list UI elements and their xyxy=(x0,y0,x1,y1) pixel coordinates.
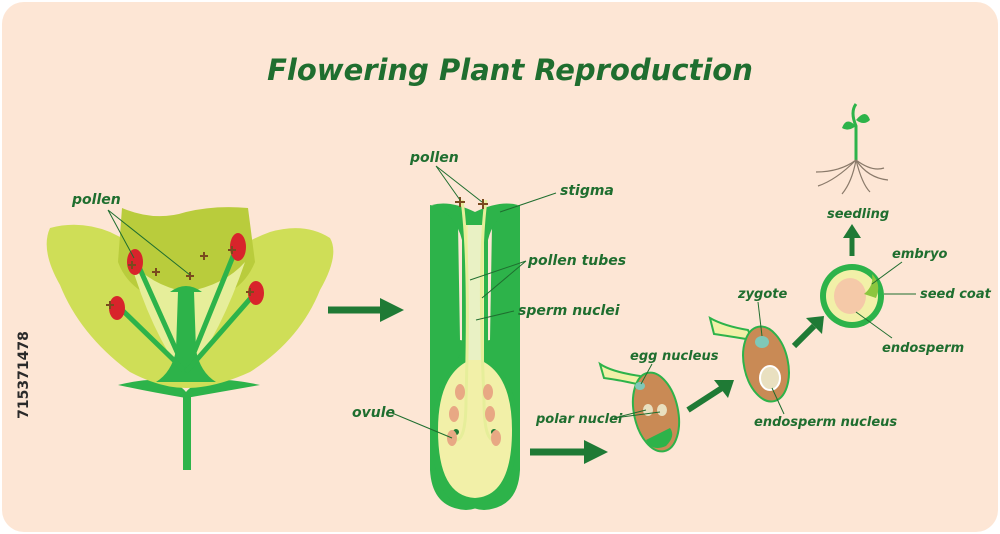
flower-pollen-label: pollen xyxy=(71,192,121,208)
embryo-label: embryo xyxy=(892,247,948,262)
arrow-4-head xyxy=(806,316,824,334)
polar-nuclei-label: polar nuclei xyxy=(535,412,623,427)
stamen-left xyxy=(132,256,189,374)
flower-pollen-leader xyxy=(107,209,191,276)
stock-id: 715371478 xyxy=(16,331,32,419)
zygote-label: zygote xyxy=(737,287,787,302)
arrow-4-shaft xyxy=(791,323,817,349)
seed-embryo xyxy=(834,278,866,314)
anther-far-right xyxy=(248,281,264,305)
arrow-1-head xyxy=(380,298,404,322)
polar-nucleus-2 xyxy=(657,404,667,416)
pistil-pollen-leader xyxy=(435,165,483,203)
seedling-leaf-right xyxy=(856,114,870,123)
polar-nuclei-leader xyxy=(613,409,661,419)
pistil xyxy=(156,292,216,382)
flower-stem xyxy=(183,392,191,470)
arrow-3-shaft xyxy=(686,385,724,413)
endosperm-nucleus-leader xyxy=(771,387,785,415)
stamen-right xyxy=(183,243,241,373)
endosperm-nucleus-cell xyxy=(759,365,781,391)
flower-sepal xyxy=(118,379,260,398)
pollen-tube-right xyxy=(479,199,495,442)
pollen-tube-left xyxy=(455,199,469,442)
zygote-leader xyxy=(757,301,763,337)
pollen-grains xyxy=(106,246,254,309)
sperm-nuclei-label: sperm nuclei xyxy=(518,303,620,319)
seed-coat-label: seed coat xyxy=(920,287,992,302)
pistil-section: pollen stigma pollen tubes sperm nuclei … xyxy=(352,150,626,510)
endosperm-label: endosperm xyxy=(882,341,964,356)
zygote-stage: zygote endosperm nucleus xyxy=(708,287,897,430)
egg-nucleus xyxy=(635,382,645,390)
ovule-label: ovule xyxy=(352,405,395,421)
seedling-stem xyxy=(851,103,858,160)
seedling-roots xyxy=(815,159,889,195)
pollen-tubes-leader xyxy=(469,260,527,299)
arrow-ovule-to-zygote xyxy=(686,380,734,413)
fertilized-ovule: egg nucleus polar nuclei xyxy=(535,349,719,453)
stigma-label: stigma xyxy=(560,183,614,199)
stigma-leader xyxy=(499,192,557,213)
endosperm-nucleus-label: endosperm nucleus xyxy=(754,415,897,430)
ovules xyxy=(447,384,501,446)
arrow-5-head xyxy=(843,224,861,238)
arrow-2-head xyxy=(584,440,608,464)
arrow-seed-to-seedling xyxy=(843,224,861,256)
arrow-flower-to-pistil xyxy=(328,298,404,322)
arrow-pistil-to-ovule xyxy=(530,440,608,464)
stigma-top xyxy=(170,286,202,292)
stamen-far-right xyxy=(184,290,258,374)
egg-nucleus-leader xyxy=(640,363,653,385)
pistil-pollen-label: pollen xyxy=(409,150,459,166)
stamen-far-left xyxy=(116,304,188,374)
seedling-label: seedling xyxy=(827,207,889,222)
ovule-leader xyxy=(391,412,453,439)
arrow-zygote-to-seed xyxy=(791,316,824,349)
endosperm-leader xyxy=(855,311,893,339)
stigma-pollen-grains xyxy=(455,197,488,209)
sperm-nuclei-leader xyxy=(475,310,515,321)
anther-right xyxy=(230,233,246,261)
style-canal xyxy=(468,225,482,360)
anther-far-left xyxy=(109,296,125,320)
egg-nucleus-label: egg nucleus xyxy=(630,349,719,364)
anther-left xyxy=(127,249,143,275)
diagram-title: Flowering Plant Reproduction xyxy=(267,53,753,87)
zygote-cell xyxy=(755,336,769,348)
pollen-tubes-label: pollen tubes xyxy=(527,253,626,269)
seed: embryo seed coat endosperm xyxy=(820,247,992,356)
flower-illustration: pollen xyxy=(46,192,334,470)
embryo-leader xyxy=(871,261,903,285)
ovule-bottom xyxy=(646,428,673,448)
arrow-3-head xyxy=(714,380,734,398)
embryo-cotyledon xyxy=(864,274,879,298)
seedling: seedling xyxy=(815,103,889,222)
seedling-leaf-left xyxy=(842,121,856,130)
